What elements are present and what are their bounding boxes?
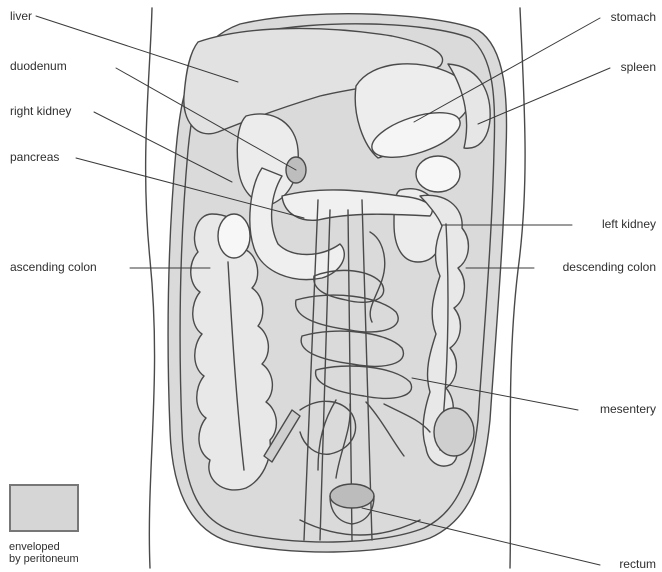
- label-right-kidney: right kidney: [10, 105, 71, 118]
- legend-line-1: enveloped: [9, 541, 79, 553]
- body-outline-right: [510, 8, 525, 568]
- label-duodenum: duodenum: [10, 60, 67, 73]
- label-stomach: stomach: [611, 11, 656, 24]
- label-descending-colon: descending colon: [563, 261, 656, 274]
- label-pancreas: pancreas: [10, 151, 59, 164]
- rectum-opening: [330, 484, 374, 508]
- body-outline-left: [146, 8, 155, 568]
- label-rectum: rectum: [619, 558, 656, 571]
- label-left-kidney: left kidney: [602, 218, 656, 231]
- label-spleen: spleen: [621, 61, 656, 74]
- legend-swatch: [9, 484, 79, 532]
- legend-line-2: by peritoneum: [9, 553, 79, 565]
- label-mesentery: mesentery: [600, 403, 656, 416]
- legend-text: enveloped by peritoneum: [9, 541, 79, 565]
- transverse-colon-cut: [416, 156, 460, 192]
- label-ascending-colon: ascending colon: [10, 261, 97, 274]
- hepatic-flexure-opening: [218, 214, 250, 258]
- label-liver: liver: [10, 10, 32, 23]
- sigmoid-opening: [434, 408, 474, 456]
